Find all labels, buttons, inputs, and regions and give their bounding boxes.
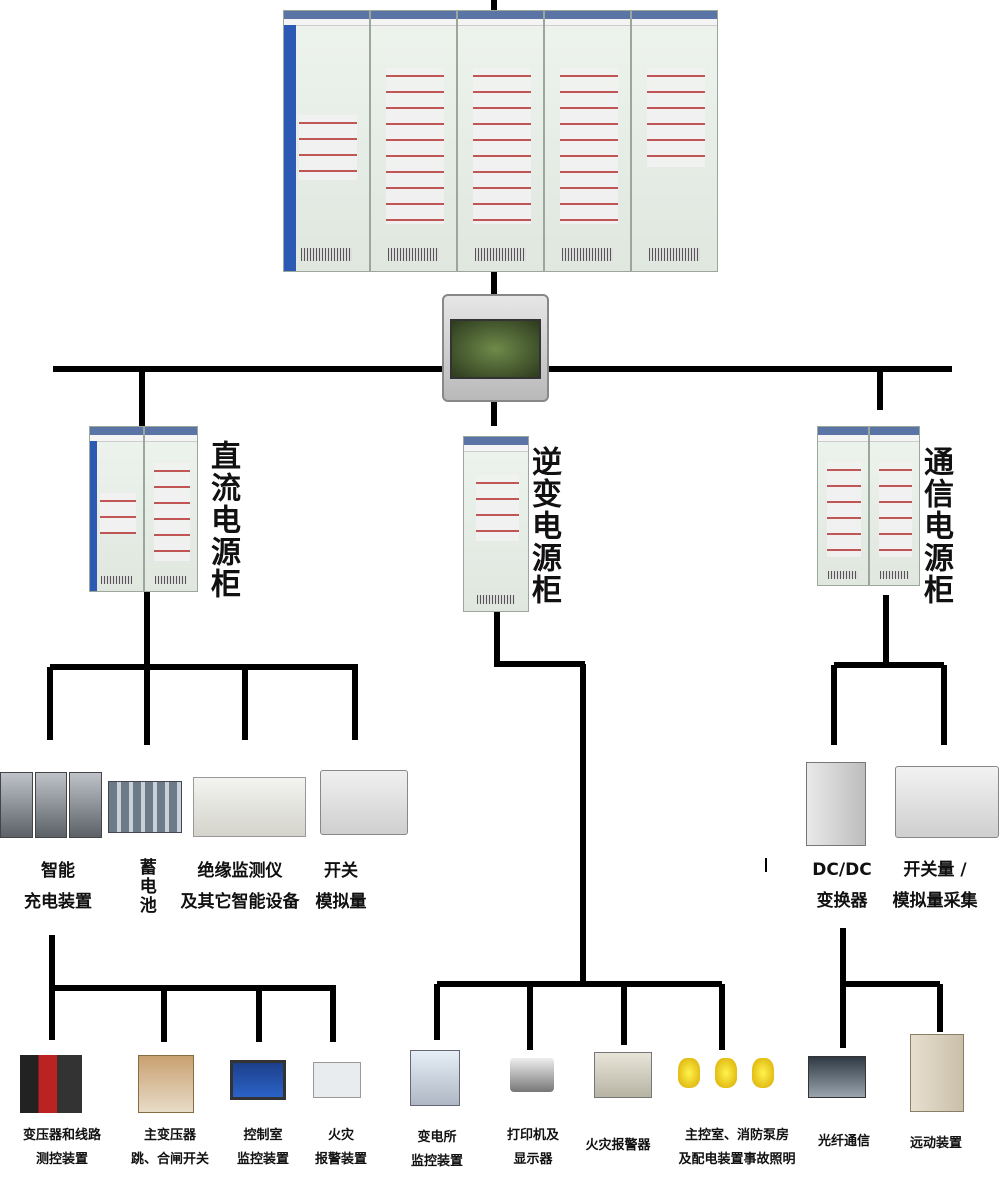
cabinet-panel-1 (283, 10, 370, 272)
dc-power-cabinet (89, 426, 198, 592)
label-substation-monitor: 变电所监控装置 (410, 1130, 463, 1169)
label-transformer-line-control: 变压器和线路测控装置 (22, 1128, 101, 1167)
switch-analog-module-image (320, 770, 408, 835)
label-fire-alarm-device: 火灾报警装置 (314, 1128, 367, 1167)
comm-power-cabinet (817, 426, 920, 586)
fire-alarm-device-image (313, 1062, 361, 1098)
battery-image (108, 781, 182, 833)
label-printer-display: 打印机及显示器 (506, 1128, 559, 1167)
dc-cabinet-label: 直流电源柜 (205, 440, 240, 600)
transformer-line-control-image (20, 1055, 82, 1113)
cabinet-panel-5 (631, 10, 718, 272)
cabinet-panel-2 (370, 10, 457, 272)
inverter-cabinet-label: 逆变电源柜 (526, 446, 561, 606)
printer-display-image (510, 1058, 554, 1092)
main-cabinet-row (283, 10, 718, 272)
label-telecontrol-device: 远动装置 (909, 1136, 962, 1151)
substation-monitor-image (410, 1050, 460, 1106)
io-acquisition-image (895, 766, 999, 838)
label-fiber-communication: 光纤通信 (817, 1134, 870, 1149)
label-smart-charger: 智能充电装置 (24, 861, 92, 912)
label-switch-analog: 开关模拟量 (315, 861, 367, 912)
fiber-communication-image (808, 1056, 866, 1098)
cabinet-panel-4 (544, 10, 631, 272)
fire-alarm-image (594, 1052, 652, 1098)
label-battery: 蓄电池 (135, 858, 156, 915)
label-fire-alarm: 火灾报警器 (585, 1138, 651, 1153)
label-insulation-monitor: 绝缘监测仪及其它智能设备 (180, 861, 300, 912)
cabinet-panel-3 (457, 10, 544, 272)
telecontrol-device-image (910, 1034, 964, 1112)
label-main-transformer-switch: 主变压器跳、合闸开关 (130, 1128, 209, 1167)
smart-charger-image (0, 772, 103, 838)
insulation-monitor-image (193, 777, 306, 837)
monitor-screen (450, 318, 541, 380)
control-room-monitor-image (230, 1060, 286, 1100)
label-emergency-lighting: 主控室、消防泵房及配电装置事故照明 (678, 1128, 796, 1167)
main-transformer-switch-image (138, 1055, 194, 1113)
inverter-power-cabinet (463, 436, 529, 612)
emergency-lighting-image (678, 1058, 774, 1100)
comm-cabinet-label: 通信电源柜 (918, 446, 953, 606)
label-io-acquisition: 开关量 /模拟量采集 (892, 860, 978, 911)
label-control-room-monitor: 控制室监控装置 (236, 1128, 289, 1167)
dcdc-converter-image (806, 762, 866, 846)
central-monitor-unit (442, 294, 549, 402)
